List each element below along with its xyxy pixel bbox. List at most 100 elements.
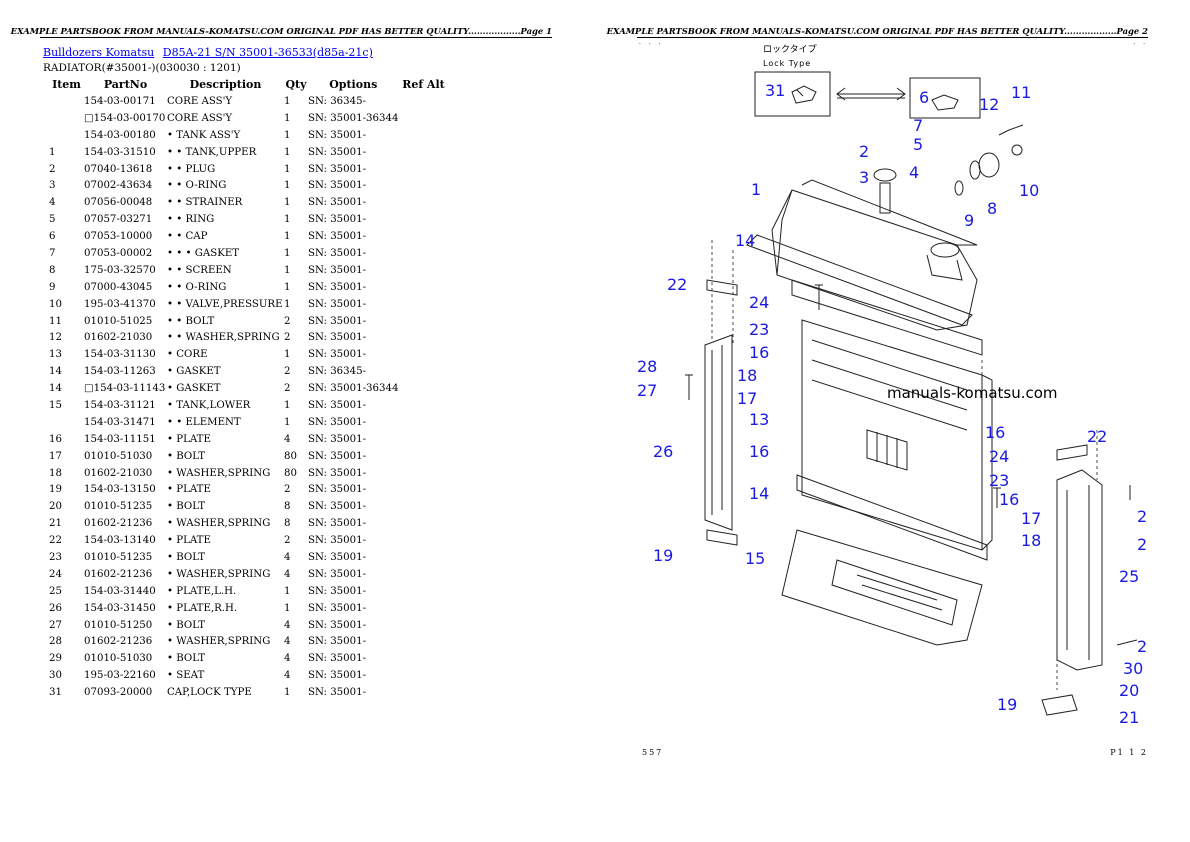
watermark-text: manuals-komatsu.com: [887, 384, 1058, 402]
row-ref-alt: [398, 684, 448, 701]
row-part-number: 154-03-11263: [84, 366, 156, 378]
row-options: SN: 35001-: [308, 602, 367, 614]
row-ref-alt: [398, 363, 448, 380]
callout-label: 2: [1137, 637, 1147, 656]
row-ref-alt: [398, 414, 448, 431]
row-options: SN: 35001-36344: [308, 112, 399, 124]
callout-label: 30: [1123, 659, 1143, 678]
row-options: SN: 35001-: [308, 501, 367, 513]
row-item-number: 8: [49, 264, 56, 276]
row-ref-alt: [398, 380, 448, 397]
column-header-item: Item: [52, 78, 81, 91]
row-quantity: 2: [284, 535, 291, 547]
row-item-number: 12: [49, 332, 62, 344]
row-item-number: 29: [49, 653, 62, 665]
row-description: • • CAP: [167, 231, 208, 243]
row-part-number: 01602-21236: [84, 518, 153, 530]
row-description: • • VALVE,PRESSURE: [167, 298, 283, 310]
callout-label: 17: [1021, 509, 1041, 528]
exchange-arrow: [836, 87, 906, 101]
row-part-number: 07002-43634: [84, 180, 153, 192]
row-description: • WASHER,SPRING: [167, 636, 271, 648]
row-description: • PLATE,L.H.: [167, 585, 237, 597]
corner-mark: · ·: [1133, 41, 1148, 48]
lock-type-inset: ロックタイプ Lock Type: [754, 44, 981, 119]
column-header-ref-alt: Ref Alt: [402, 78, 445, 91]
callout-label: 7: [913, 116, 923, 135]
row-quantity: 8: [284, 518, 291, 530]
row-ref-alt: [398, 110, 448, 127]
row-part-number: 01602-21030: [84, 332, 153, 344]
row-item-number: 11: [49, 315, 62, 327]
callout-label: 31: [765, 81, 785, 100]
row-item-number: 25: [49, 585, 62, 597]
row-ref-alt: [398, 650, 448, 667]
inset-box-left: [754, 71, 831, 117]
inset-title: Lock Type: [763, 59, 811, 68]
row-options: SN: 35001-: [308, 568, 367, 580]
breadcrumb-link-category[interactable]: Bulldozers Komatsu: [43, 46, 155, 59]
row-description: CAP,LOCK TYPE: [167, 687, 252, 699]
row-quantity: 1: [284, 146, 291, 158]
callout-label: 18: [737, 366, 757, 385]
page-header: EXAMPLE PARTSBOOK FROM MANUALS-KOMATSU.C…: [10, 26, 552, 36]
row-ref-alt: [398, 93, 448, 110]
callout-label: 18: [1021, 531, 1041, 550]
page-header: EXAMPLE PARTSBOOK FROM MANUALS-KOMATSU.C…: [606, 26, 1148, 36]
footer-figure-code: P1 1 2: [1110, 748, 1148, 757]
row-quantity: 4: [284, 653, 291, 665]
bracket-top-left-drawing: [706, 279, 738, 296]
row-description: • TANK,LOWER: [167, 399, 251, 411]
row-quantity: 8: [284, 501, 291, 513]
row-description: • BOLT: [167, 619, 206, 631]
callout-label: 12: [979, 95, 999, 114]
row-item-number: 2: [49, 163, 56, 175]
row-part-number: □154-03-00170: [84, 112, 166, 124]
row-ref-alt: [398, 161, 448, 178]
breadcrumb-link-model[interactable]: D85A-21 S/N 35001-36533(d85a-21c): [162, 46, 373, 59]
row-description: • • O-RING: [167, 281, 227, 293]
row-ref-alt: [398, 617, 448, 634]
row-part-number: 01010-51250: [84, 619, 153, 631]
row-options: SN: 35001-: [308, 247, 367, 259]
row-quantity: 1: [284, 129, 291, 141]
row-options: SN: 35001-: [308, 535, 367, 547]
row-options: SN: 35001-: [308, 281, 367, 293]
row-description: • BOLT: [167, 501, 206, 513]
row-description: • CORE: [167, 349, 208, 361]
row-ref-alt: [398, 465, 448, 482]
cap-drawing: [931, 94, 959, 111]
row-ref-alt: [398, 329, 448, 346]
row-item-number: 16: [49, 433, 62, 445]
row-options: SN: 35001-: [308, 315, 367, 327]
row-item-number: 22: [49, 535, 62, 547]
gasket-upper-drawing: [746, 234, 973, 326]
row-quantity: 4: [284, 433, 291, 445]
row-ref-alt: [398, 262, 448, 279]
row-part-number: 154-03-31450: [84, 602, 156, 614]
row-item-number: 14: [49, 366, 62, 378]
row-part-number: 154-03-31121: [84, 399, 156, 411]
row-description: • WASHER,SPRING: [167, 568, 271, 580]
row-part-number: 07093-20000: [84, 687, 153, 699]
row-quantity: 2: [284, 332, 291, 344]
row-part-number: 07040-13618: [84, 163, 153, 175]
row-item-number: 14: [49, 383, 62, 395]
header-divider: [40, 37, 552, 38]
header-divider: [637, 37, 1148, 38]
row-options: SN: 35001-: [308, 264, 367, 276]
callout-label: 2: [859, 142, 869, 161]
column-header-options: Options: [329, 78, 378, 91]
row-part-number: □154-03-11143: [84, 383, 166, 395]
